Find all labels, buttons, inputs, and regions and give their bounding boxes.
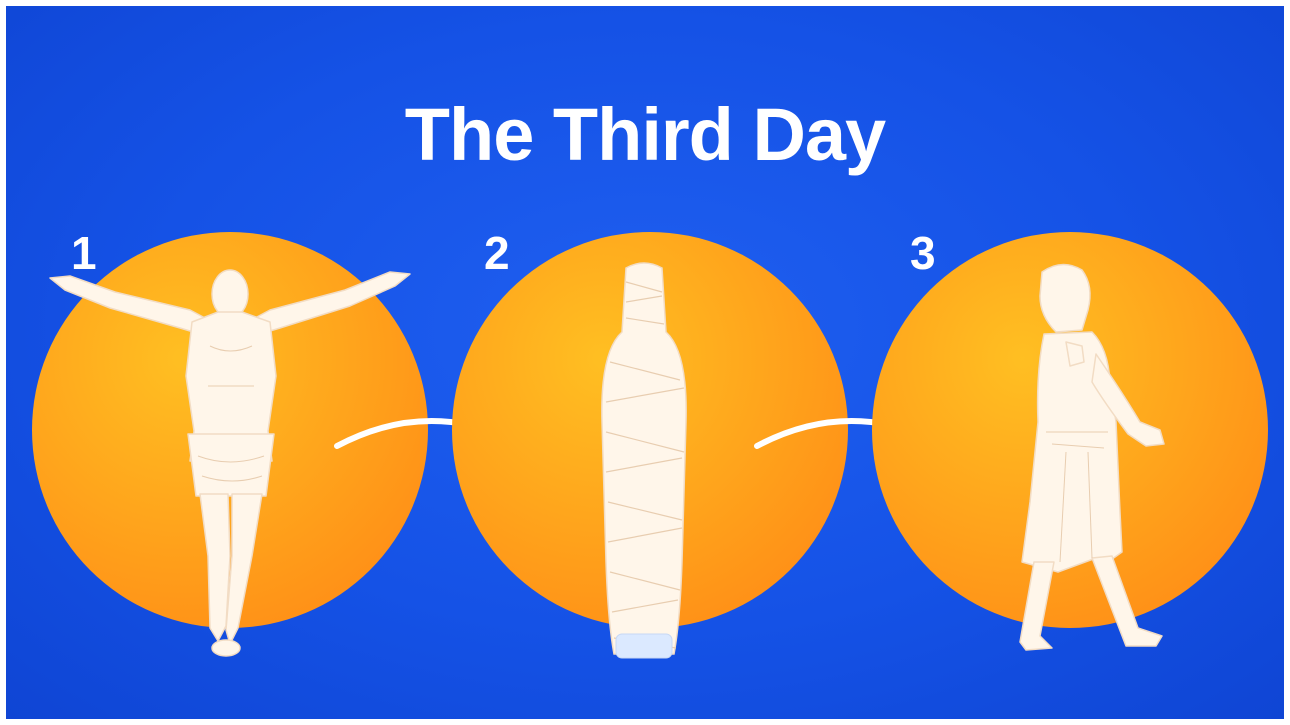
wrapped-body-icon bbox=[596, 262, 692, 662]
walking-man-icon bbox=[996, 262, 1176, 662]
page-title: The Third Day bbox=[6, 98, 1284, 172]
step-number-3: 3 bbox=[910, 230, 936, 276]
step-number-2: 2 bbox=[484, 230, 510, 276]
diagram-canvas: The Third Day 1 2 bbox=[6, 6, 1284, 719]
